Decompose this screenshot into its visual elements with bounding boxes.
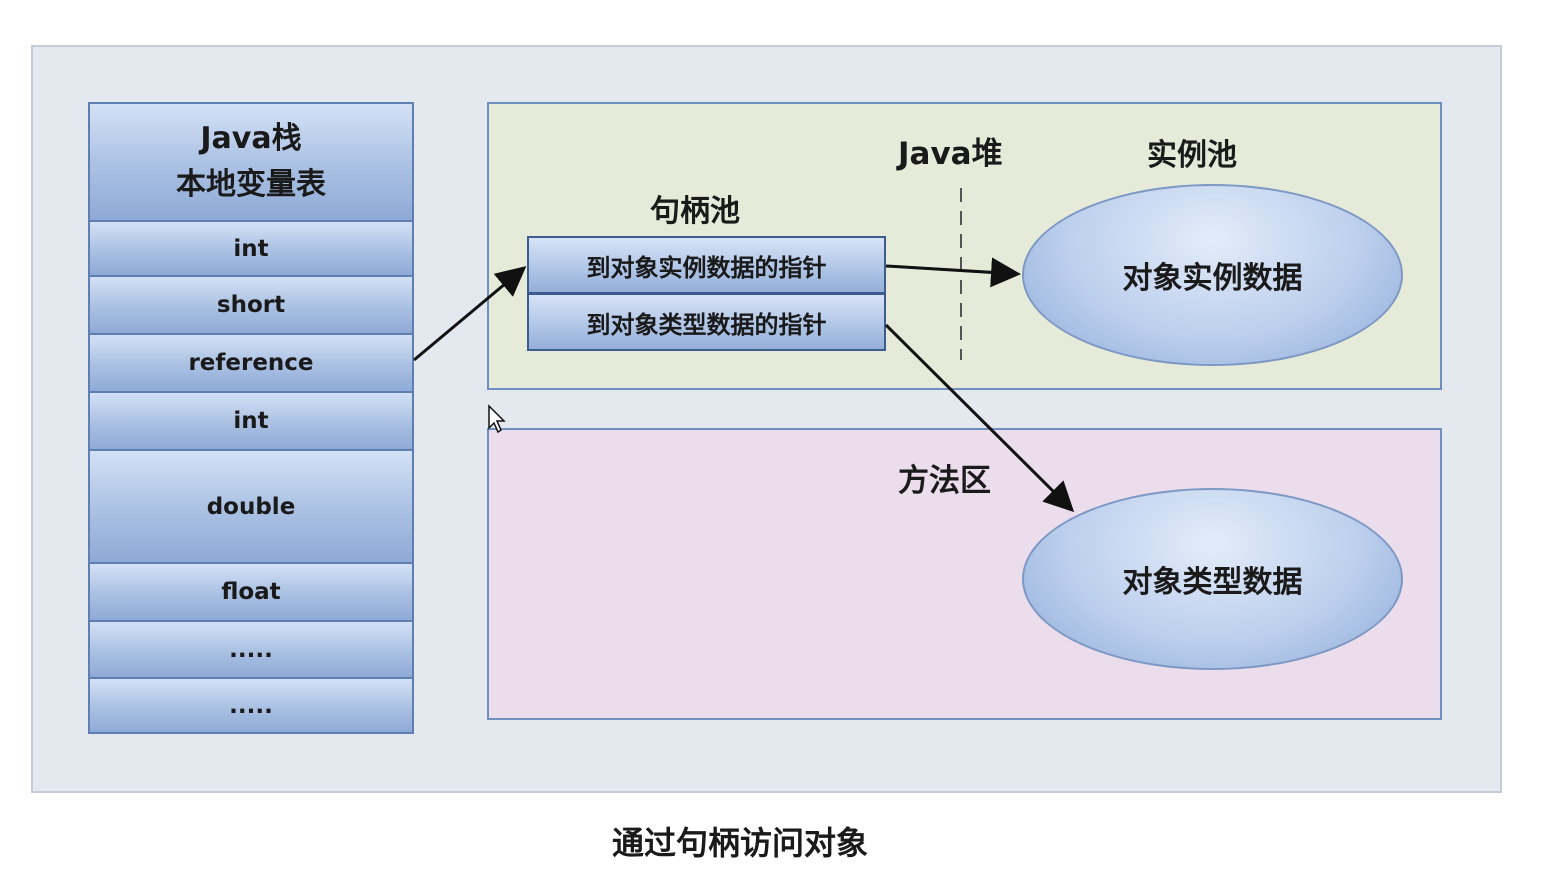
reference-to-handle-arrow xyxy=(413,266,527,362)
stack-row: float xyxy=(90,564,412,622)
java-stack-title: Java栈 xyxy=(200,121,302,156)
type-data-ellipse: 对象类型数据 xyxy=(1022,488,1403,670)
diagram-caption: 通过句柄访问对象 xyxy=(612,824,869,862)
stack-row-reference: reference xyxy=(90,335,412,393)
stack-row: ..... xyxy=(90,679,412,732)
stack-row: int xyxy=(90,393,412,451)
method-area-label: 方法区 xyxy=(898,463,991,499)
stack-row: ..... xyxy=(90,622,412,679)
stack-row: short xyxy=(90,277,412,335)
instance-pool-label: 实例池 xyxy=(1147,138,1237,173)
instance-data-ellipse: 对象实例数据 xyxy=(1022,184,1403,366)
java-heap-label: Java堆 xyxy=(898,136,1003,172)
stack-row: int xyxy=(90,222,412,277)
java-stack-header: Java栈 本地变量表 xyxy=(90,104,412,222)
java-stack: Java栈 本地变量表 int short reference int doub… xyxy=(88,102,414,734)
type-pointer-cell: 到对象类型数据的指针 xyxy=(527,293,886,351)
mouse-cursor-icon xyxy=(488,404,506,434)
handle-pool-label: 句柄池 xyxy=(650,194,740,229)
stack-row: double xyxy=(90,451,412,564)
handle-to-type-arrow xyxy=(884,323,1075,513)
local-variable-table-title: 本地变量表 xyxy=(176,167,326,202)
handle-to-instance-arrow xyxy=(885,257,1021,288)
instance-pointer-cell: 到对象实例数据的指针 xyxy=(527,236,886,294)
